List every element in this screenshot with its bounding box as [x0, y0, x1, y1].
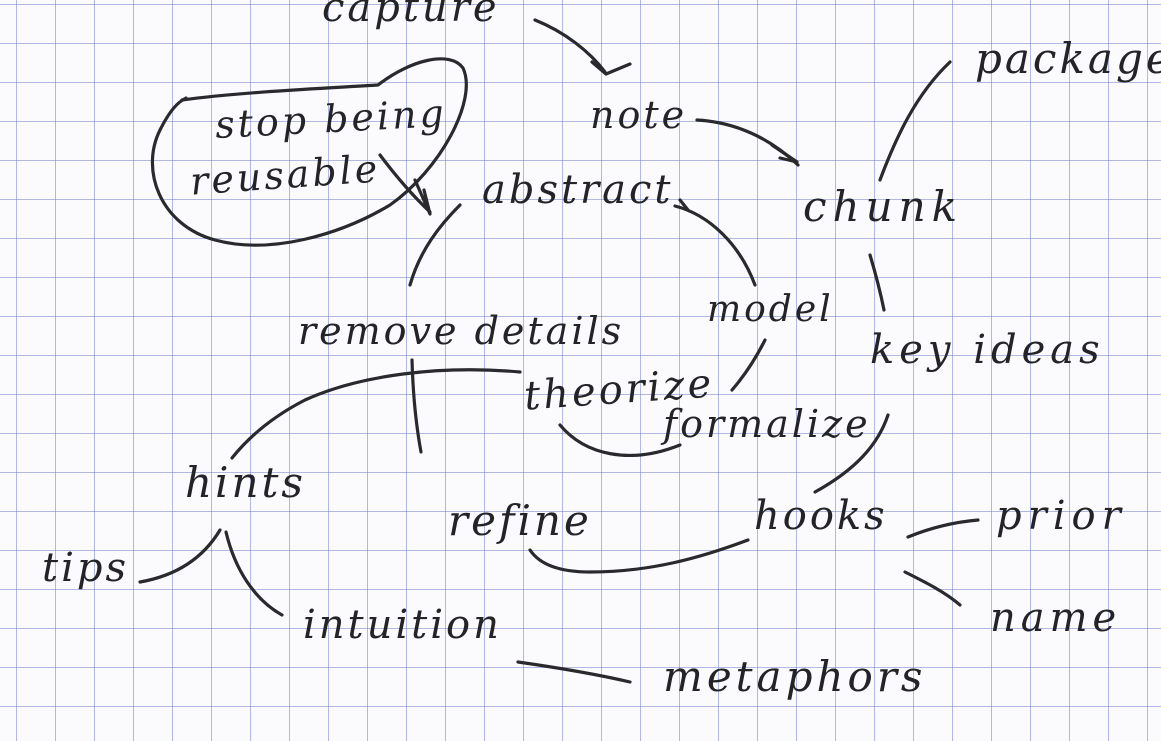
arrowhead-reusable-to-abstract: [413, 178, 432, 216]
node-name: name: [990, 595, 1122, 641]
node-stop-being: stop being: [214, 90, 448, 148]
loop-around-stop-being-reusable: [150, 57, 468, 247]
node-formalize: formalize: [663, 402, 871, 446]
arrow-capture-to-note: [533, 18, 607, 74]
line-chunk-to-key-ideas: [868, 253, 886, 312]
arrowhead-capture-to-note: [590, 60, 632, 76]
line-hooks-to-refine: [528, 538, 750, 574]
arrowhead-note-to-chunk: [770, 143, 799, 164]
node-note: note: [590, 93, 688, 137]
node-package: package: [975, 34, 1161, 83]
line-hooks-to-name: [903, 570, 962, 607]
line-hints-to-intuition: [224, 530, 284, 617]
node-hints: hints: [185, 458, 306, 507]
line-model-to-formalize: [730, 338, 767, 392]
node-tips: tips: [42, 545, 129, 591]
node-abstract: abstract: [482, 167, 674, 213]
node-capture: capture: [322, 0, 500, 31]
node-hooks: hooks: [754, 493, 888, 539]
line-chunk-to-package: [878, 60, 952, 182]
line-key-ideas-to-hooks: [813, 413, 890, 494]
node-refine: refine: [448, 496, 592, 545]
line-abstract-to-model: [673, 204, 757, 287]
node-intuition: intuition: [303, 602, 502, 648]
line-remove-details-to-refine: [410, 358, 423, 454]
node-remove-details: remove details: [298, 309, 625, 353]
line-hooks-to-prior: [906, 518, 980, 539]
tick-abstract-model: [678, 198, 690, 212]
line-theorize-to-hints: [230, 368, 522, 460]
node-key-ideas: key ideas: [870, 327, 1105, 373]
node-chunk: chunk: [803, 182, 964, 231]
line-hints-to-tips: [138, 528, 222, 584]
node-model: model: [707, 289, 834, 330]
arrow-reusable-to-abstract: [378, 153, 432, 214]
node-prior: prior: [996, 493, 1127, 539]
node-metaphors: metaphors: [663, 652, 927, 701]
line-abstract-to-remove-details: [408, 203, 462, 287]
curve-theorize-to-formalize: [558, 423, 682, 457]
line-intuition-to-metaphors: [516, 660, 632, 684]
